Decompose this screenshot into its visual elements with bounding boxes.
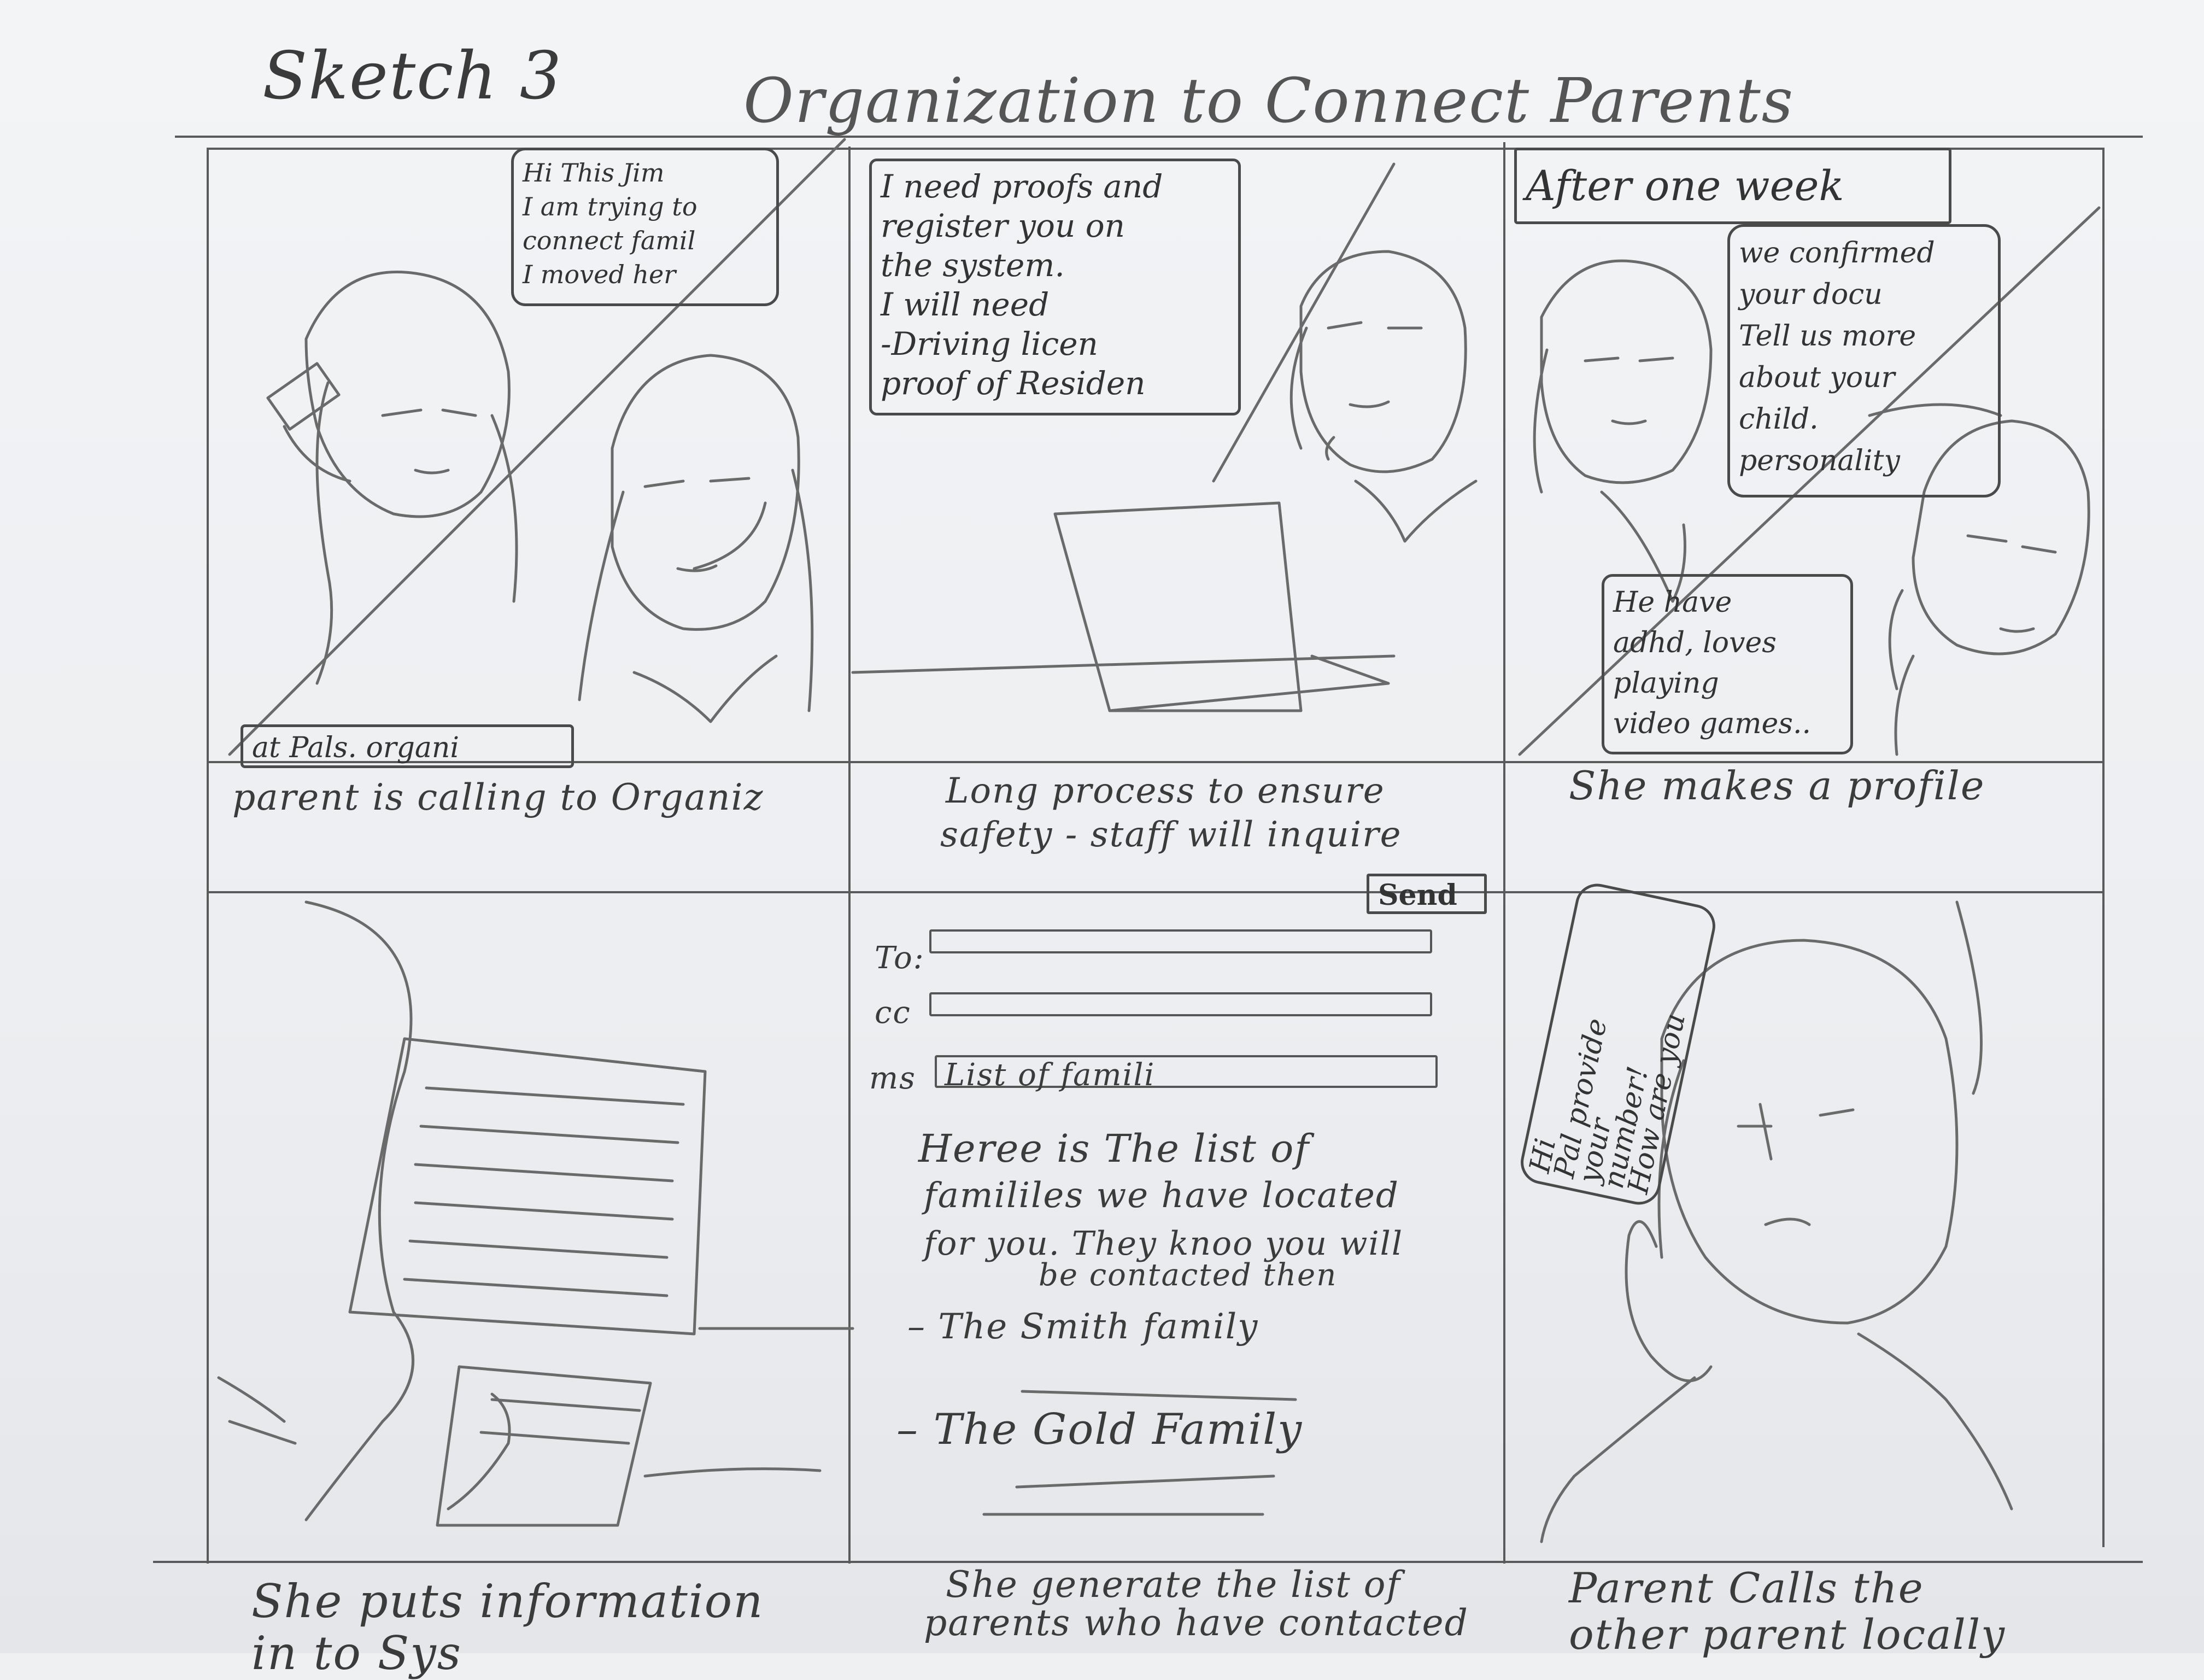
- panel2-caption-line-2: safety - staff will inquire: [940, 815, 1402, 855]
- panel3-bottom-bubble-line: video games..: [1613, 707, 1812, 740]
- email-list-item-2: – The Gold Family: [896, 1405, 1303, 1454]
- sketch-label: Sketch 3: [262, 38, 563, 114]
- panel3-top-bubble-line: child.: [1739, 403, 1819, 436]
- panel6-caption-line-1: Parent Calls the: [1569, 1564, 1924, 1612]
- panel3-top-speech-bubble: we confirmed your docu Tell us more abou…: [1727, 224, 2001, 497]
- panel4-caption-line-2: in to Sys: [251, 1626, 462, 1680]
- panel2-bubble-line: I will need: [881, 286, 1050, 323]
- panel3-bottom-speech-bubble: He have adhd, loves playing video games.…: [1602, 574, 1853, 754]
- grid-divider-1: [848, 147, 851, 1564]
- row2-bottom: [153, 1561, 2143, 1563]
- panel3-bottom-bubble-line: adhd, loves: [1613, 627, 1777, 659]
- panel2-bubble-line: proof of Residen: [881, 365, 1146, 402]
- email-body-line-2: famililes we have located: [924, 1175, 1399, 1216]
- panel2-bubble-line: the system.: [881, 247, 1065, 284]
- row2-top: [207, 891, 2105, 893]
- panel3-caption: She makes a profile: [1569, 763, 1985, 809]
- panel4-caption-line-1: She puts information: [251, 1574, 764, 1628]
- panel5-caption-line-1: She generate the list of: [946, 1564, 1401, 1606]
- page-title: Organization to Connect Parents: [743, 66, 1795, 137]
- send-button[interactable]: Send: [1367, 874, 1487, 914]
- panel3-banner-text: After one week: [1526, 161, 1844, 210]
- send-button-label: Send: [1378, 879, 1457, 912]
- email-body-line-1: Heree is The list of: [918, 1126, 1310, 1171]
- email-subject-field[interactable]: List of famili: [935, 1055, 1438, 1093]
- email-cc-label: cc: [875, 995, 911, 1031]
- panel1-bubble-line: I moved her: [523, 260, 676, 289]
- email-to-label: To:: [875, 940, 925, 976]
- panel3-top-bubble-line: your docu: [1739, 278, 1883, 311]
- panel5-caption-line-2: parents who have contacted: [924, 1602, 1469, 1644]
- panel2-speech-bubble: I need proofs and register you on the sy…: [869, 159, 1241, 415]
- row1-bottom: [207, 761, 2105, 763]
- panel1-bubble-line: I am trying to: [523, 192, 697, 221]
- panel1-caption: parent is calling to Organiz: [232, 776, 764, 818]
- panel3-bottom-bubble-line: He have: [1613, 586, 1732, 619]
- panel6-caption-line-2: other parent locally: [1569, 1610, 2006, 1659]
- panel2-bubble-line: -Driving licen: [881, 325, 1098, 362]
- grid-left-edge: [207, 148, 209, 1564]
- panel3-bottom-bubble-line: playing: [1613, 667, 1719, 700]
- email-ms-label: ms: [869, 1061, 916, 1096]
- email-subject-value: List of famili: [945, 1057, 1156, 1093]
- email-body-line-3: for you. They knoo you will: [924, 1225, 1404, 1263]
- panel1-speech-bubble: Hi This Jim I am trying to connect famil…: [511, 148, 779, 306]
- panel3-top-bubble-line: we confirmed: [1739, 237, 1935, 270]
- grid-divider-2: [1503, 142, 1505, 1564]
- title-underline: [175, 136, 2143, 138]
- email-list-item-2-text: The Gold Family: [933, 1405, 1303, 1454]
- email-body-line-4: be contacted then: [1039, 1257, 1338, 1293]
- panel1-bubble-line: connect famil: [523, 226, 696, 255]
- panel3-top-bubble-line: personality: [1739, 444, 1900, 477]
- email-list-item-1-text: The Smith family: [938, 1307, 1259, 1347]
- panel2-caption-line-1: Long process to ensure: [946, 771, 1385, 811]
- email-cc-field[interactable]: [929, 992, 1432, 1016]
- panel3-top-bubble-line: Tell us more: [1739, 320, 1916, 353]
- panel1-bubble-line: Hi This Jim: [523, 158, 665, 188]
- panel2-bubble-line: register you on: [881, 207, 1126, 244]
- panel3-banner: After one week: [1514, 148, 1951, 224]
- panel3-top-bubble-line: about your: [1739, 361, 1895, 394]
- panel1-location-tag: at Pals. organi: [241, 724, 574, 768]
- row1-top: [207, 148, 2105, 150]
- panel1-location-text: at Pals. organi: [252, 731, 460, 764]
- email-to-field[interactable]: [929, 929, 1432, 953]
- grid-right-edge: [2102, 148, 2105, 1547]
- email-list-item-1: – The Smith family: [907, 1307, 1259, 1347]
- panel2-bubble-line: I need proofs and: [881, 168, 1163, 205]
